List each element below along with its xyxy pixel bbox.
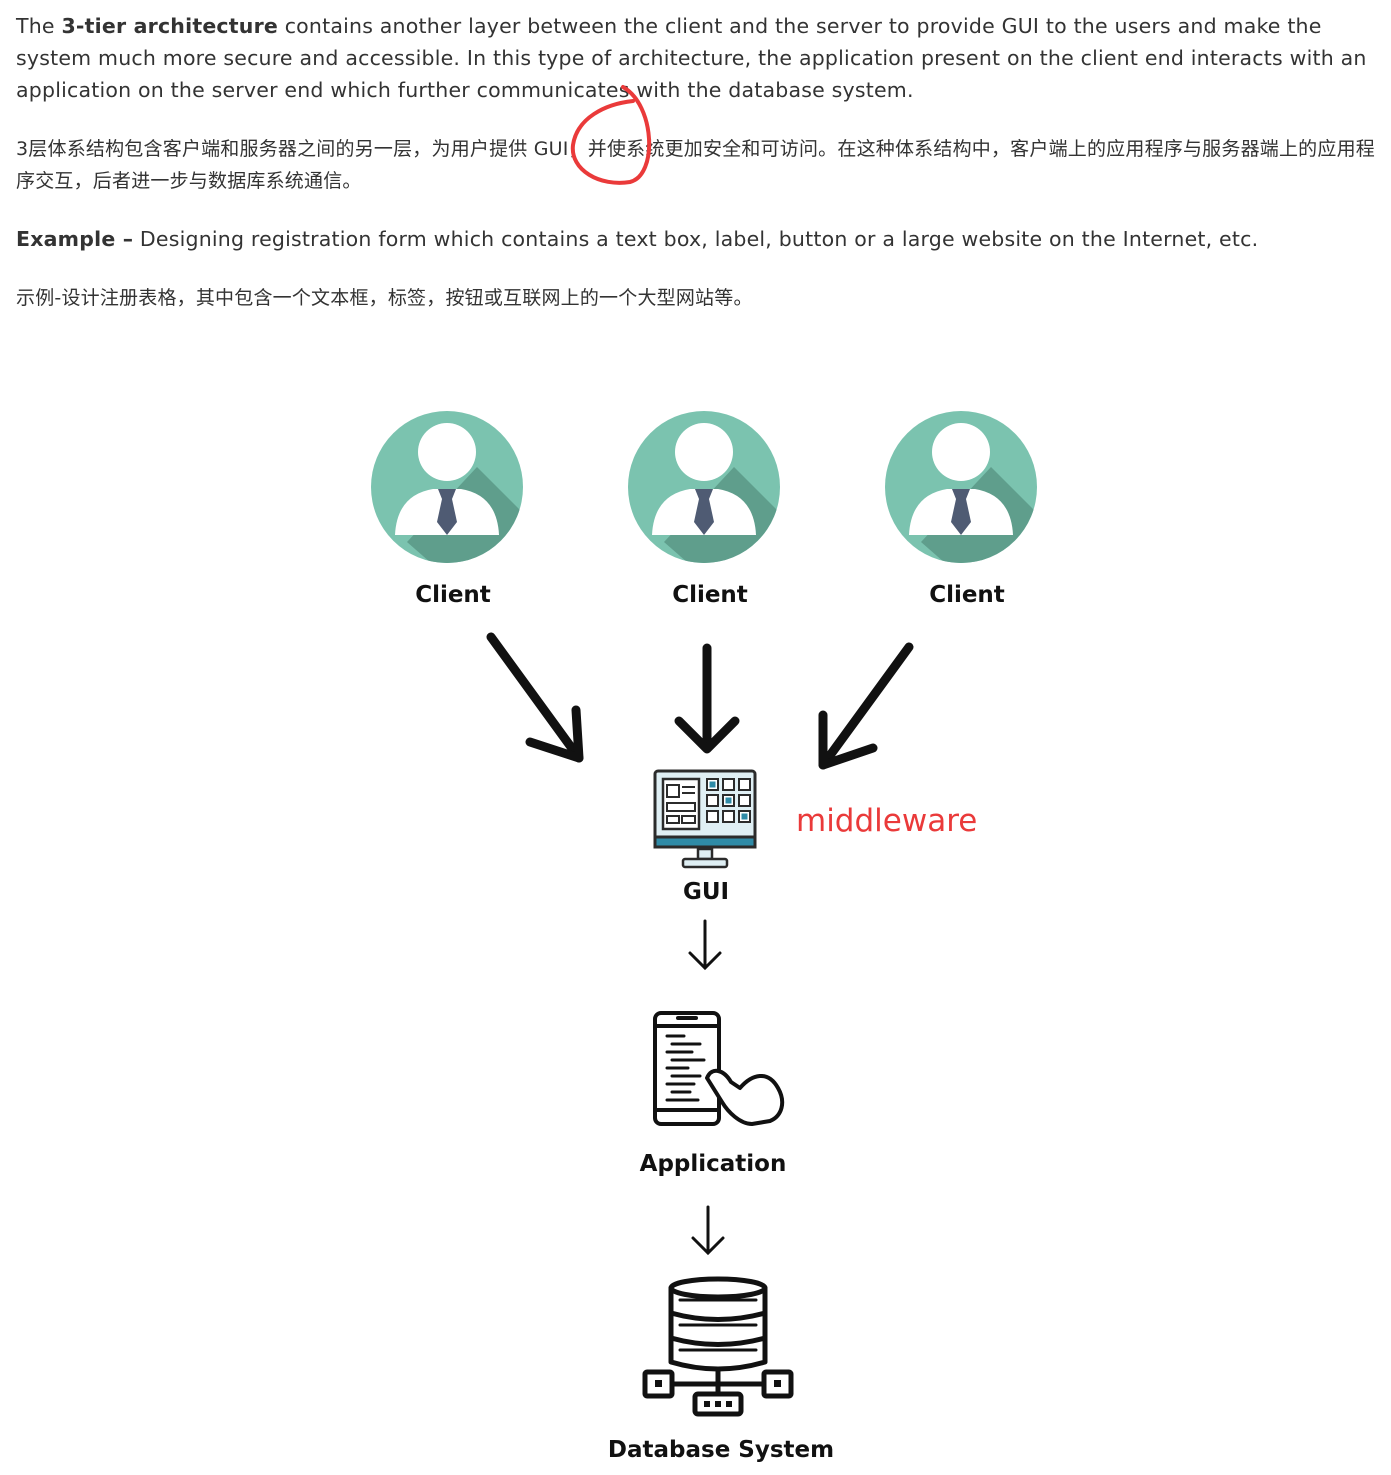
gui-label: GUI [683, 879, 729, 905]
client-3: Client [885, 411, 1051, 608]
user-avatar-icon [371, 411, 537, 577]
paragraph-text: 3层体系结构包含客户端和服务器之间的另一层，为用户提供 GUI，并使系统更加安全… [16, 138, 1375, 192]
annotation-circle [570, 85, 651, 185]
database-label: Database System [608, 1437, 834, 1463]
monitor-gui-icon [653, 769, 757, 869]
arrow-client3-to-gui [818, 642, 914, 770]
client-label: Client [415, 582, 491, 608]
arrow-gui-to-application [688, 919, 722, 971]
arrow-client1-to-gui [486, 632, 584, 763]
term-3-tier: 3-tier architecture [61, 14, 278, 38]
application-label: Application [640, 1151, 787, 1177]
paragraph-text: The [16, 14, 62, 38]
paragraph-description-zh: 3层体系结构包含客户端和服务器之间的另一层，为用户提供 GUI，并使系统更加安全… [16, 133, 1383, 197]
paragraph-text: contains another layer between the clien… [16, 14, 1367, 102]
mobile-touch-icon [653, 1011, 785, 1126]
database-connector-dots [655, 1380, 781, 1407]
user-avatar-icon [628, 411, 794, 577]
paragraph-description-en: The 3-tier architecture contains another… [16, 10, 1383, 106]
arrow-application-to-database [691, 1205, 725, 1256]
client-1: Client [371, 411, 537, 608]
database-server-icon [642, 1276, 794, 1417]
user-avatar-icon [885, 411, 1051, 577]
example-label: Example – [16, 227, 134, 251]
client-label: Client [672, 582, 748, 608]
client-2: Client [628, 411, 794, 608]
client-label: Client [929, 582, 1005, 608]
arrow-client2-to-gui [674, 643, 740, 754]
paragraph-text: Designing registration form which contai… [133, 227, 1259, 251]
paragraph-example-en: Example – Designing registration form wh… [16, 223, 1383, 255]
middleware-label: middleware [796, 803, 977, 839]
paragraph-example-zh: 示例-设计注册表格，其中包含一个文本框，标签，按钮或互联网上的一个大型网站等。 [16, 282, 1383, 314]
paragraph-text: 示例-设计注册表格，其中包含一个文本框，标签，按钮或互联网上的一个大型网站等。 [16, 287, 753, 309]
